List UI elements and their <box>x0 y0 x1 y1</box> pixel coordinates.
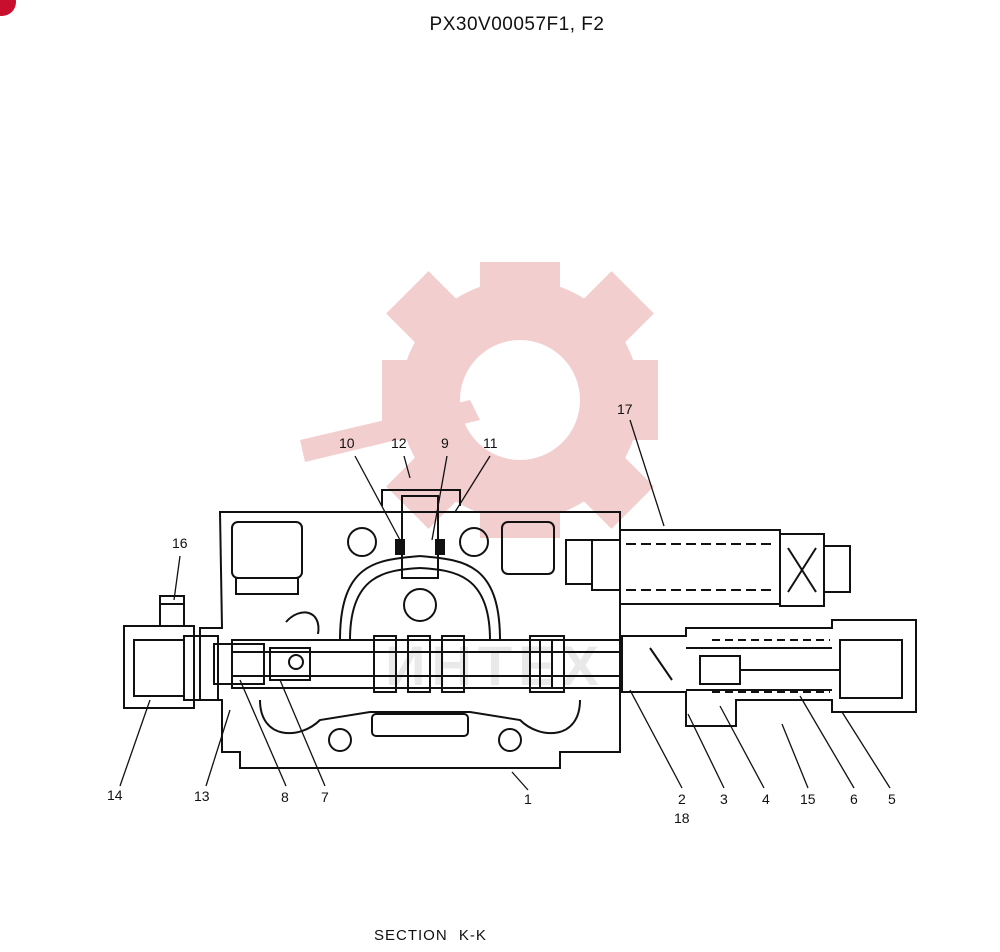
section-caption: SECTION K-K <box>374 927 487 944</box>
callout-16: 16 <box>172 535 188 551</box>
callout-4: 4 <box>762 791 770 807</box>
callout-10: 10 <box>339 435 355 451</box>
callout-5: 5 <box>888 791 896 807</box>
left-end-cap <box>123 595 219 709</box>
callout-8: 8 <box>281 789 289 805</box>
callout-9: 9 <box>441 435 449 451</box>
leader-lines <box>119 419 891 791</box>
callout-12: 12 <box>391 435 407 451</box>
callout-7: 7 <box>321 789 329 805</box>
callout-1: 1 <box>524 791 532 807</box>
callout-18: 18 <box>674 810 690 826</box>
valve-body <box>199 511 621 769</box>
callout-6: 6 <box>850 791 858 807</box>
watermark-gear-logo <box>300 262 658 538</box>
callout-15: 15 <box>800 791 816 807</box>
solenoid-unit <box>591 529 851 607</box>
callout-3: 3 <box>720 791 728 807</box>
callout-14: 14 <box>107 787 123 803</box>
callout-2: 2 <box>678 791 686 807</box>
check-valve <box>381 489 461 579</box>
callout-13: 13 <box>194 788 210 804</box>
spring-coils <box>712 639 830 693</box>
drawing-title: PX30V00057F1, F2 <box>429 14 605 35</box>
callout-17: 17 <box>617 401 633 417</box>
right-spring-cap <box>621 619 917 727</box>
callout-11: 11 <box>483 435 498 451</box>
